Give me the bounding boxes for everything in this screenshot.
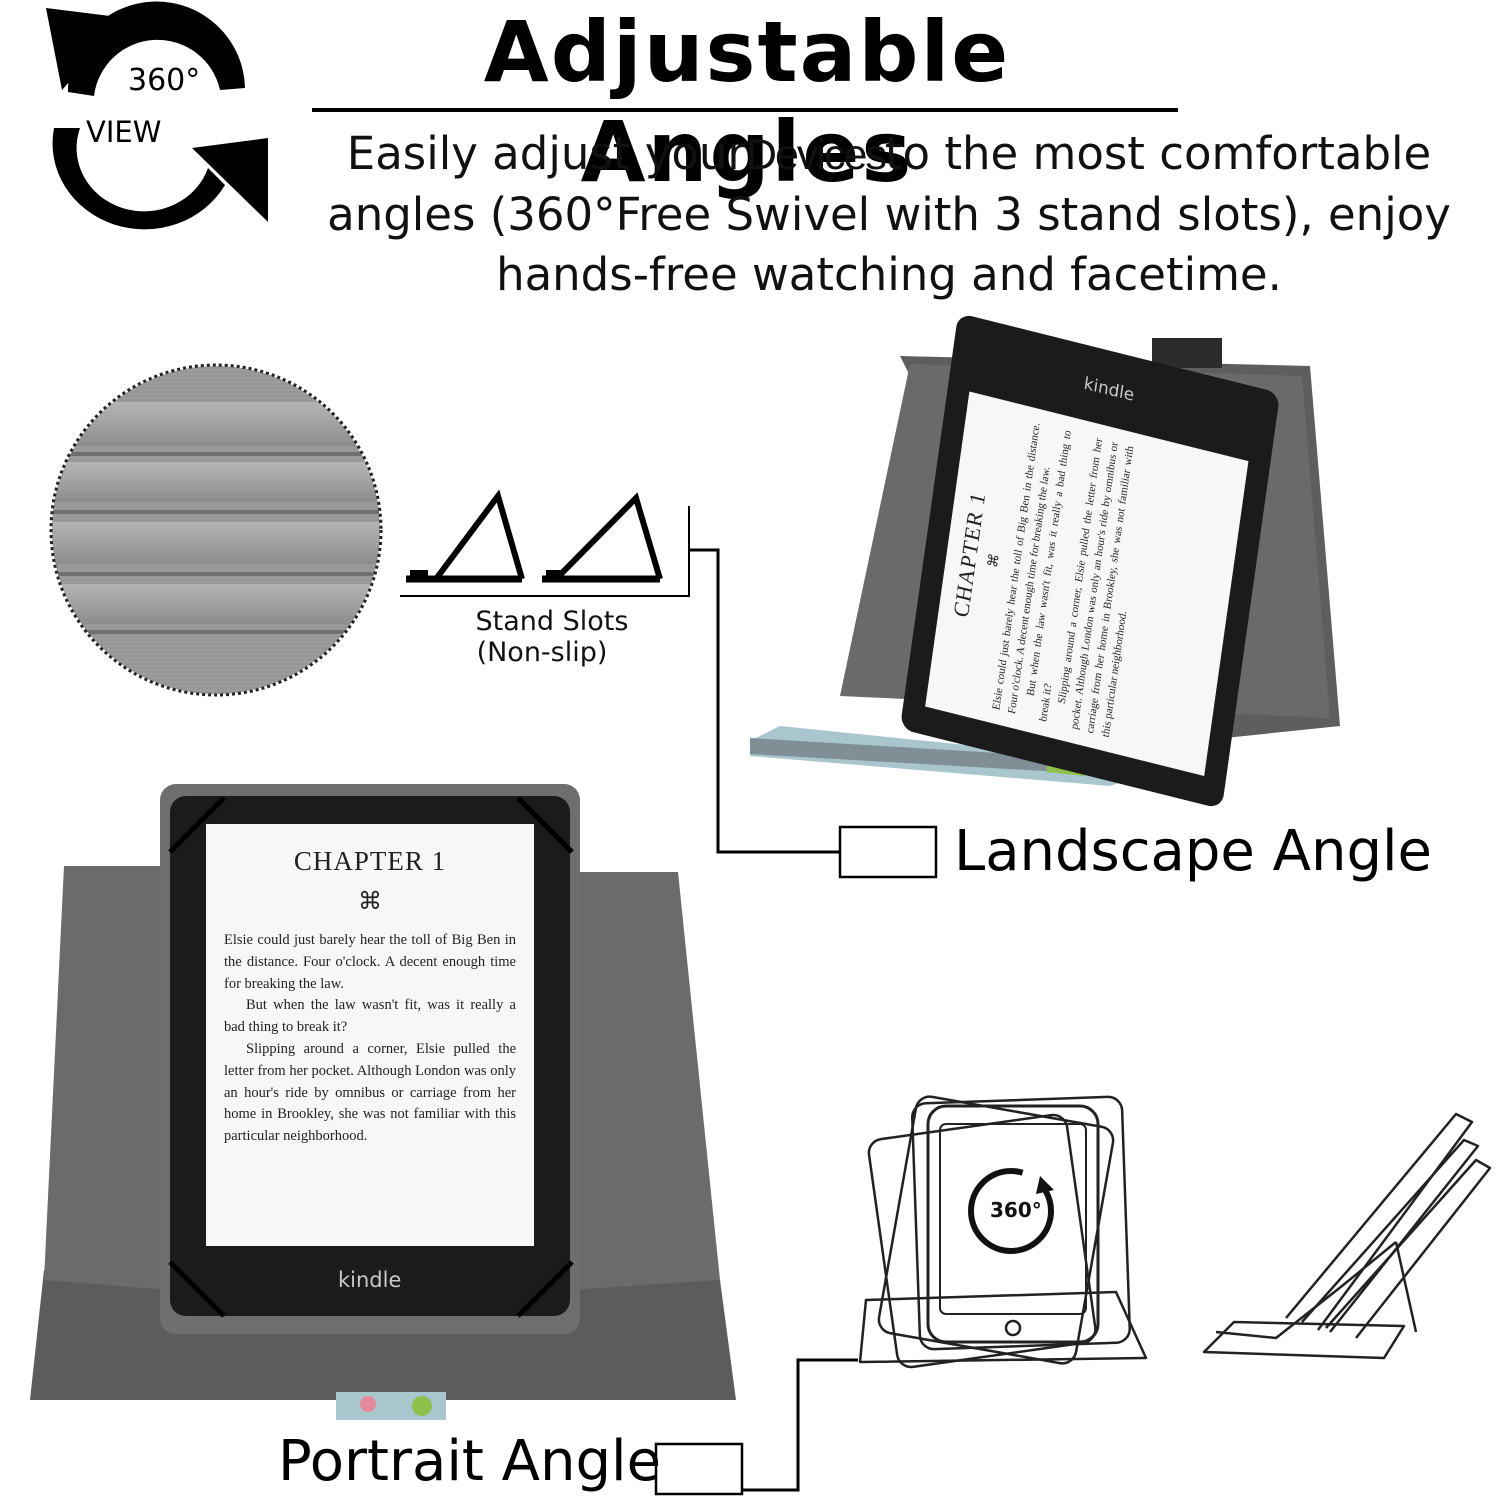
page-title: Adjustable Angles xyxy=(483,3,1011,201)
holder-corners xyxy=(168,796,574,1318)
description: Easily adjust yourDevicesto the most com… xyxy=(280,124,1498,305)
portrait-device: CHAPTER 1 ⌘ Elsie could just barely hear… xyxy=(30,780,740,1420)
landscape-angle-label: Landscape Angle xyxy=(954,819,1432,884)
portrait-angle-label: Portrait Angle xyxy=(278,1429,662,1494)
stand-slots-caption-line2: (Non-slip) xyxy=(476,637,608,668)
portrait-kindle-brand: kindle xyxy=(338,1268,402,1292)
rotate-360-arrows-icon xyxy=(40,0,280,232)
landscape-kindle-screen: CHAPTER 1 ⌘ Elsie could just barely hear… xyxy=(925,391,1249,777)
stand-slot-triangle-icon xyxy=(400,486,692,604)
portrait-paragraph: But when the law wasn't fit, was it real… xyxy=(224,997,516,1036)
portrait-ornament-icon: ⌘ xyxy=(358,889,382,915)
portrait-body-text: Elsie could just barely hear the toll of… xyxy=(224,930,516,1148)
landscape-device: CHAPTER 1 ⌘ Elsie could just barely hear… xyxy=(750,312,1350,810)
illustration-circle-label: 360° xyxy=(990,1198,1042,1222)
landscape-kindle: CHAPTER 1 ⌘ Elsie could just barely hear… xyxy=(899,312,1281,810)
rotate-degree-label: 360° xyxy=(128,63,201,98)
portrait-chapter-title: CHAPTER 1 xyxy=(293,846,447,876)
material-closeup xyxy=(48,362,384,698)
description-part3: stand slots), enjoy hands-free watching … xyxy=(496,188,1451,301)
stand-slots-caption: Stand Slots (Non-slip) xyxy=(462,606,642,668)
portrait-paragraph: Elsie could just barely hear the toll of… xyxy=(224,932,516,992)
portrait-paragraph: Slipping around a corner, Elsie pulled t… xyxy=(224,1040,516,1145)
rotate-circle-icon xyxy=(968,1168,1054,1254)
description-part1: Easily adjust your xyxy=(346,127,746,180)
description-devices: Devices xyxy=(745,131,887,179)
title-underline xyxy=(312,108,1178,112)
rotate-view-label: VIEW xyxy=(86,115,162,149)
portrait-kindle-screen: CHAPTER 1 ⌘ Elsie could just barely hear… xyxy=(206,824,534,1246)
description-part2: to the most comfortable angles (360°Free… xyxy=(327,127,1432,241)
rotation-illustration: 360° xyxy=(856,1070,1496,1390)
stand-slots-caption-line1: Stand Slots xyxy=(475,606,629,637)
description-slots-count: 3 xyxy=(994,188,1023,241)
